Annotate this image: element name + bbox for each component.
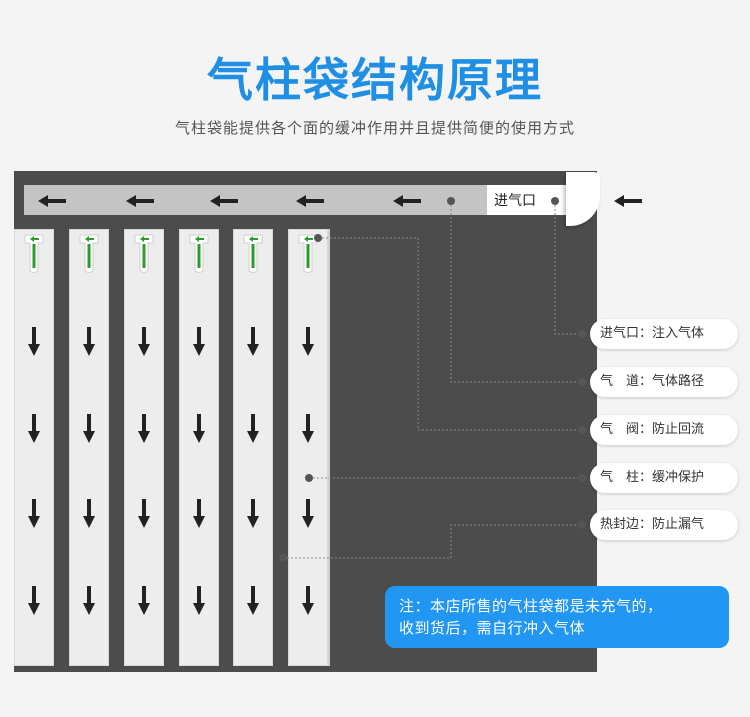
arrow-left-icon	[126, 195, 154, 207]
dot-icon	[578, 426, 586, 434]
arrow-down-icon	[138, 499, 150, 528]
arrow-left-icon	[210, 195, 238, 207]
label-column: 气 柱：缓冲保护	[590, 463, 738, 493]
arrow-left-icon	[38, 195, 66, 207]
leader-line-inlet	[554, 201, 582, 335]
note-line: 注：本店所售的气柱袋都是未充气的，	[399, 597, 663, 615]
valve-icon	[79, 234, 99, 273]
label-separator: ：	[639, 517, 653, 532]
label-value: 注入气体	[652, 326, 705, 341]
arrow-left-icon	[393, 195, 421, 207]
arrow-down-icon	[302, 586, 314, 615]
dot-icon	[578, 330, 586, 338]
arrow-down-icon	[247, 499, 259, 528]
inlet-label: 进气口	[494, 193, 536, 209]
leader-line-seal	[283, 524, 582, 559]
valve-icon	[24, 234, 44, 273]
arrow-down-icon	[193, 327, 205, 356]
label-inlet: 进气口：注入气体	[590, 319, 738, 349]
label-value: 气体路径	[652, 374, 705, 389]
page-subtitle: 气柱袋能提供各个面的缓冲作用并且提供简便的使用方式	[174, 119, 575, 137]
arrow-down-icon	[83, 586, 95, 615]
arrow-down-icon	[28, 499, 40, 528]
valve-icon	[134, 234, 154, 273]
leader-line-channel	[450, 201, 582, 383]
arrow-down-icon	[193, 414, 205, 443]
label-key: 气 道	[600, 374, 640, 389]
valve-icon	[243, 234, 263, 273]
page-title: 气柱袋结构原理	[207, 53, 543, 107]
valve-icon	[189, 234, 209, 273]
label-key: 进气口	[600, 326, 640, 341]
arrow-left-icon	[296, 195, 324, 207]
label-channel: 气 道：气体路径	[590, 367, 738, 397]
arrow-down-icon	[83, 414, 95, 443]
label-key: 气 阀	[600, 422, 640, 437]
arrow-down-icon	[138, 586, 150, 615]
valve-icon	[298, 234, 318, 273]
label-separator: ：	[639, 374, 653, 389]
arrow-down-icon	[193, 586, 205, 615]
inlet-tab	[487, 185, 580, 215]
label-value: 防止回流	[652, 422, 705, 437]
arrow-down-icon	[302, 414, 314, 443]
arrow-down-icon	[302, 327, 314, 356]
dot-icon	[551, 197, 559, 205]
arrow-down-icon	[28, 327, 40, 356]
leader-line-valve	[318, 237, 582, 431]
arrow-left-icon	[614, 195, 642, 207]
column-arrows	[28, 327, 314, 615]
arrow-down-icon	[83, 499, 95, 528]
arrow-down-icon	[302, 499, 314, 528]
label-value: 缓冲保护	[652, 470, 705, 485]
dot-icon	[305, 474, 313, 482]
arrow-down-icon	[247, 327, 259, 356]
label-key: 气 柱	[600, 470, 640, 485]
dot-icon	[279, 554, 287, 562]
arrow-down-icon	[247, 414, 259, 443]
leader-lines	[283, 201, 582, 559]
channel-arrows	[38, 195, 642, 207]
label-seal: 热封边：防止漏气	[590, 510, 738, 540]
label-separator: ：	[639, 470, 653, 485]
label-separator: ：	[639, 326, 653, 341]
note-box: 注：本店所售的气柱袋都是未充气的， 收到货后，需自行冲入气体	[385, 586, 729, 648]
label-value: 防止漏气	[652, 517, 705, 532]
dot-icon	[578, 521, 586, 529]
arrow-down-icon	[28, 414, 40, 443]
arrow-down-icon	[83, 327, 95, 356]
dot-icon	[314, 234, 322, 242]
arrow-down-icon	[138, 327, 150, 356]
label-valve: 气 阀：防止回流	[590, 415, 738, 445]
dot-icon	[578, 378, 586, 386]
label-key: 热封边	[600, 517, 640, 532]
note-line: 收到货后，需自行冲入气体	[399, 619, 586, 637]
arrow-down-icon	[28, 586, 40, 615]
dot-icon	[578, 474, 586, 482]
arrow-down-icon	[138, 414, 150, 443]
label-separator: ：	[639, 422, 653, 437]
leader-dots	[279, 197, 586, 562]
arrow-down-icon	[247, 586, 259, 615]
dot-icon	[447, 197, 455, 205]
arrow-down-icon	[193, 499, 205, 528]
